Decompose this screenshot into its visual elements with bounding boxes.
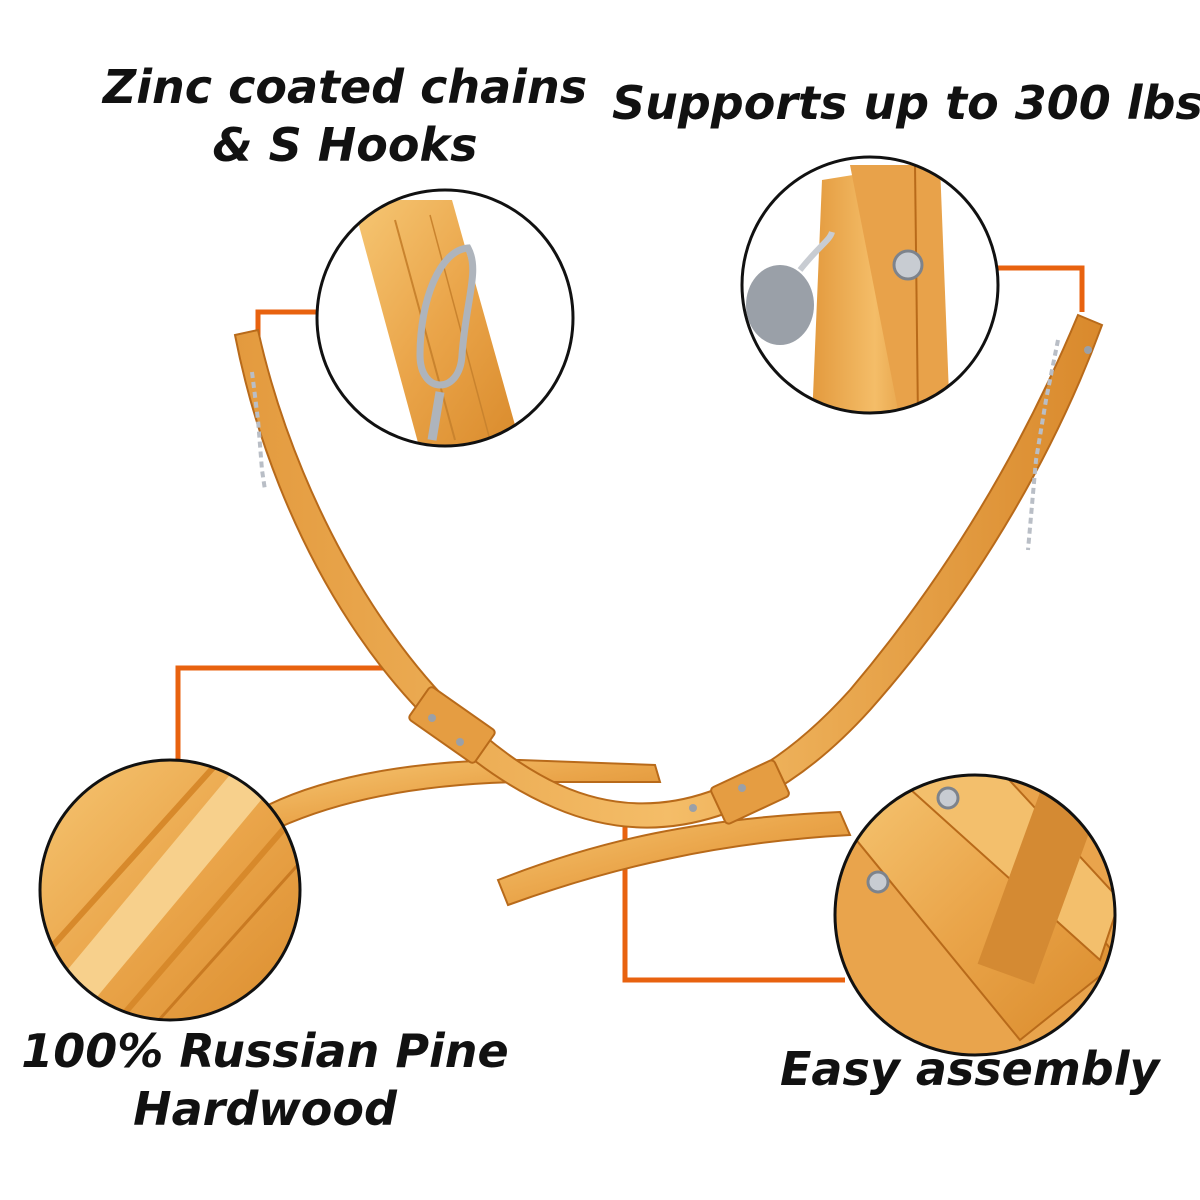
frame-bolts [428,346,1092,812]
caption-pine-line1: 100% Russian Pine [21,1024,509,1078]
bolt-icon-bottom [866,870,890,894]
detail-circle-pine [38,758,302,1022]
caption-chains-line2: & S Hooks [212,118,478,172]
main-arc [233,313,1104,829]
caption-chains: Zinc coated chains & S Hooks [95,58,595,174]
detail-circle-chains [315,188,575,448]
chain-right [1026,339,1060,551]
caption-assembly: Easy assembly [780,1042,1160,1096]
s-hook-icon [416,244,477,441]
detail-circle-assembly [833,773,1117,1057]
detail-circle-supports [740,155,1000,415]
base-leg-left [266,758,662,830]
bolt-icon-top [936,786,960,810]
bracket-left [408,686,496,764]
callout-line-pine [175,665,385,762]
caption-chains-line1: Zinc coated chains [102,60,588,114]
hammock-stand [233,313,1104,907]
bolt-icon [892,249,924,281]
base-leg-right [496,810,852,907]
caption-supports: Supports up to 300 lbs [612,76,1200,130]
callout-line-chains [255,309,318,370]
caption-pine-line2: Hardwood [133,1082,397,1136]
caption-pine: 100% Russian Pine Hardwood [15,1022,515,1138]
callout-line-supports [998,265,1085,312]
bracket-right [710,759,790,825]
rope-icon [746,265,814,345]
chain-left [250,371,267,491]
